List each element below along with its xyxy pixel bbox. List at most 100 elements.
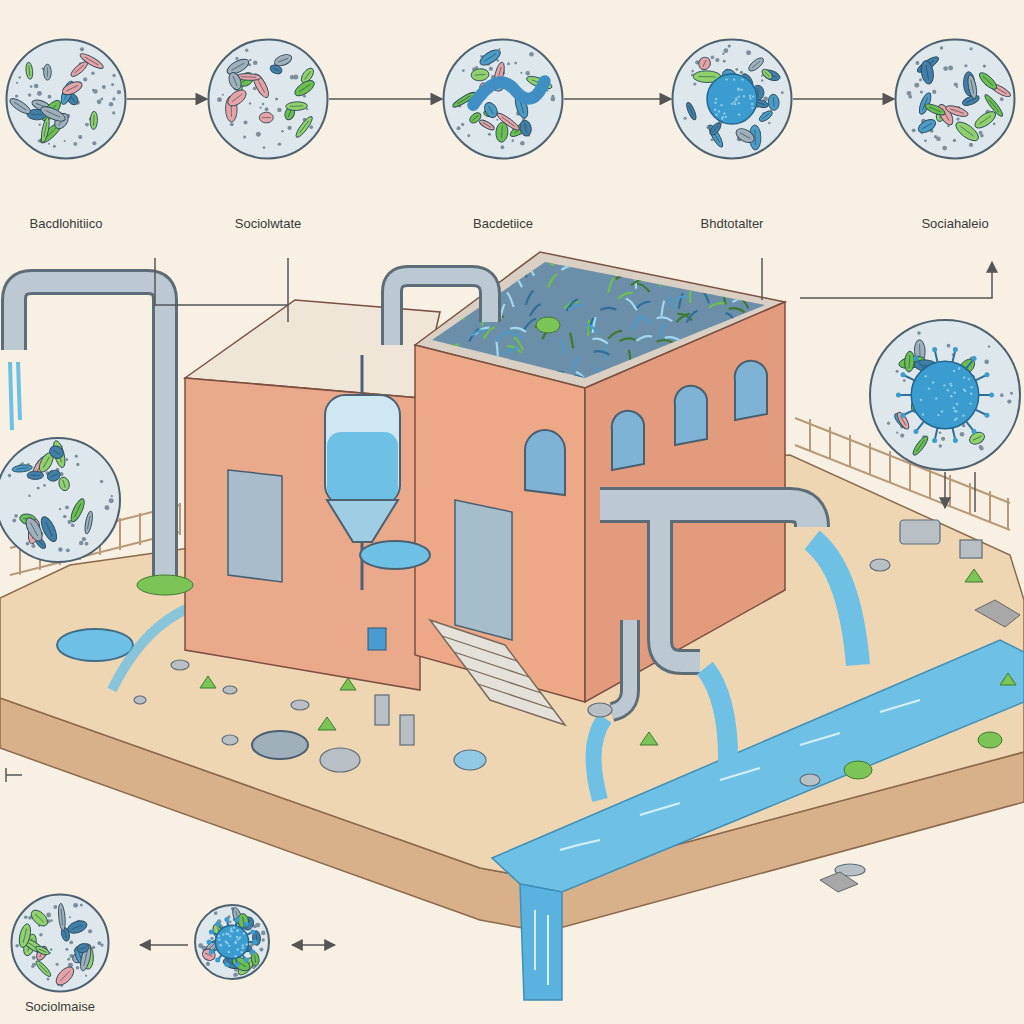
texture bbox=[220, 944, 222, 946]
roof-pipe bbox=[734, 256, 745, 268]
texture bbox=[737, 88, 739, 90]
texture bbox=[715, 98, 717, 100]
bacterium bbox=[23, 515, 46, 543]
roof-pipe bbox=[634, 262, 636, 278]
particle bbox=[980, 446, 984, 450]
circle-shape bbox=[896, 40, 1015, 159]
particle bbox=[64, 140, 66, 142]
particle bbox=[71, 523, 75, 527]
bacterium-line bbox=[304, 71, 310, 79]
texture bbox=[963, 388, 965, 390]
leader-line bbox=[761, 258, 763, 300]
texture bbox=[243, 932, 245, 934]
particle bbox=[947, 344, 951, 348]
texture bbox=[741, 78, 743, 80]
window bbox=[612, 411, 644, 470]
roof-pipe bbox=[428, 308, 438, 320]
bacterium-body bbox=[972, 108, 998, 131]
bacterium-body bbox=[977, 70, 999, 92]
bacterium-body bbox=[916, 117, 938, 136]
bacterium-body bbox=[945, 104, 970, 119]
roof-pipe bbox=[680, 257, 696, 260]
texture bbox=[970, 386, 972, 388]
microbe-group bbox=[15, 903, 103, 988]
particle bbox=[723, 60, 726, 63]
bacterium bbox=[201, 947, 217, 962]
bacterium-line bbox=[475, 74, 486, 76]
bacterium bbox=[920, 60, 936, 85]
roof-pipe bbox=[570, 333, 573, 349]
leader-line bbox=[800, 262, 992, 298]
roof-pipe bbox=[496, 331, 508, 341]
virus-spike bbox=[913, 429, 918, 434]
bacterium-line bbox=[45, 522, 52, 537]
bacterium-body bbox=[968, 430, 987, 447]
roof-pipe bbox=[595, 367, 603, 381]
circle-shape bbox=[7, 40, 126, 159]
roof-pipe bbox=[636, 283, 649, 292]
particle bbox=[83, 77, 87, 81]
bacterium bbox=[760, 67, 774, 80]
texture bbox=[749, 95, 751, 97]
bacterium bbox=[8, 96, 33, 117]
texture bbox=[947, 389, 949, 391]
particle bbox=[69, 941, 73, 945]
stairs bbox=[442, 636, 553, 709]
bacterium-body bbox=[482, 100, 500, 120]
water-fall bbox=[705, 668, 728, 770]
bacterium-line bbox=[87, 516, 90, 530]
particle bbox=[69, 916, 71, 918]
bacterium-body bbox=[697, 55, 713, 71]
bacterium-body bbox=[471, 68, 490, 81]
particle bbox=[954, 82, 958, 86]
texture bbox=[231, 930, 233, 932]
bacterium-line bbox=[66, 85, 78, 90]
particle bbox=[525, 71, 529, 75]
particle bbox=[112, 97, 115, 100]
pool bbox=[57, 629, 133, 661]
bacterium-line bbox=[60, 971, 69, 981]
particle bbox=[912, 128, 916, 132]
virus-spike bbox=[932, 438, 937, 443]
texture bbox=[751, 107, 753, 109]
roof-pipe bbox=[716, 276, 723, 290]
microbe-circle-node: Bacdetiice bbox=[442, 38, 564, 234]
particle bbox=[496, 119, 498, 121]
texture bbox=[955, 417, 957, 419]
bacterium-line bbox=[16, 468, 28, 469]
particle bbox=[740, 71, 743, 74]
particle bbox=[73, 903, 78, 908]
particle bbox=[932, 90, 936, 94]
particle bbox=[79, 541, 84, 546]
texture bbox=[738, 88, 740, 90]
texture bbox=[949, 383, 951, 385]
bacterium bbox=[924, 102, 947, 118]
texture bbox=[920, 399, 922, 401]
texture bbox=[715, 113, 717, 115]
roof-pipe bbox=[661, 301, 664, 317]
virus-spike bbox=[932, 347, 937, 352]
node-label: Bacdetiice bbox=[442, 216, 564, 232]
virus-spike bbox=[207, 940, 212, 945]
roof-pipe bbox=[433, 292, 447, 300]
roof-pipe bbox=[727, 286, 739, 296]
particle bbox=[914, 83, 919, 88]
texture bbox=[721, 117, 723, 119]
bacterium-body bbox=[519, 119, 533, 137]
leader-line bbox=[974, 472, 976, 512]
particle bbox=[28, 93, 31, 96]
bacterium-line bbox=[29, 66, 30, 76]
roof-pipe bbox=[637, 336, 652, 341]
bacterium-line bbox=[762, 114, 769, 119]
particle bbox=[915, 61, 919, 65]
bacterium-line bbox=[752, 61, 760, 68]
particle bbox=[768, 122, 771, 125]
ground-debris bbox=[400, 715, 414, 745]
virus-spike bbox=[209, 949, 214, 954]
particle bbox=[100, 943, 103, 946]
particle bbox=[684, 117, 687, 120]
particle bbox=[37, 91, 42, 96]
bacterium-line bbox=[689, 106, 694, 116]
flow-arrow bbox=[329, 98, 442, 100]
bacterium-body bbox=[76, 943, 90, 954]
